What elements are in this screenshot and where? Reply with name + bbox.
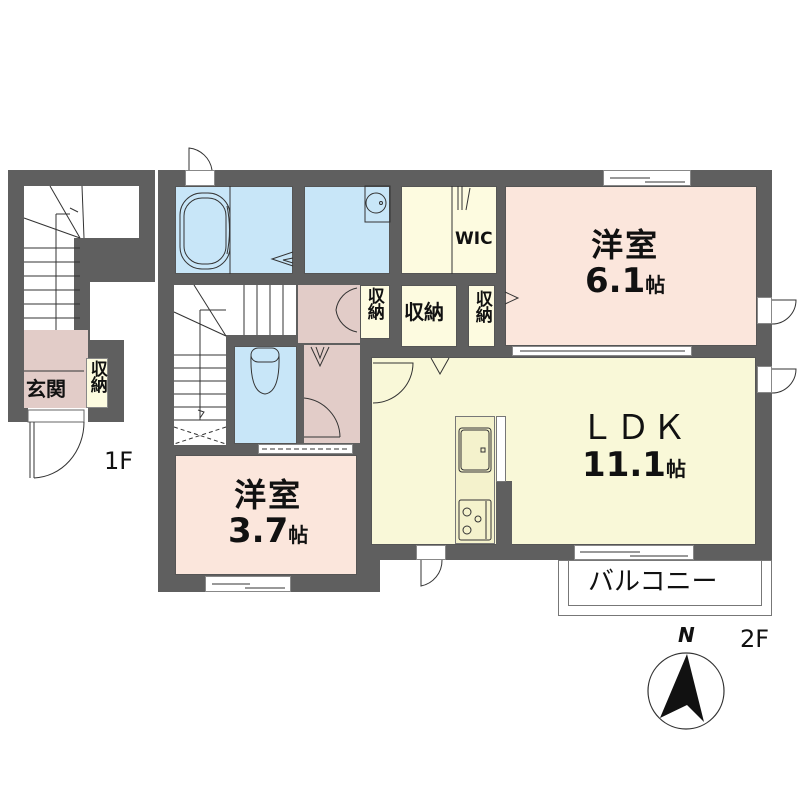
kitchen-wall-stub: [496, 481, 512, 545]
western-room-6-1-label: 洋室 6.1帖: [585, 226, 666, 302]
balcony-label: バルコニー: [588, 567, 718, 597]
ldk-name: ＬＤＫ: [580, 408, 688, 448]
door-opening-ldk-bottom: [416, 545, 446, 560]
floor-1-entrance-area: [24, 330, 88, 408]
compass-north-label: N: [678, 623, 695, 647]
western-room-3-7-label: 洋室 3.7帖: [228, 476, 309, 552]
storage-center: [401, 285, 457, 347]
storage-narrow-right: [468, 285, 495, 347]
door-opening-right-upper: [757, 297, 772, 324]
storage-narrow-left-label: 収納: [363, 287, 384, 319]
ldk-unit: 帖: [665, 457, 686, 482]
window-bath-top: [185, 170, 215, 186]
compass-icon: [647, 652, 725, 730]
western-room-6-1-size: 6.1: [585, 261, 646, 302]
western-room-3-7: [175, 455, 357, 575]
door-opening-right-lower: [757, 366, 772, 393]
western-room-6-1-unit: 帖: [645, 273, 666, 298]
floor-1-stairs: [24, 186, 74, 334]
walk-in-closet: [401, 186, 497, 274]
floor-1-plan: [8, 170, 155, 422]
floor-1-storage-label: 収納: [86, 360, 107, 392]
ldk-size: 11.1: [582, 445, 666, 486]
storage-narrow-left: [360, 285, 390, 339]
storage-center-label: 収納: [404, 300, 444, 324]
western-room-6-1-name: 洋室: [591, 226, 660, 264]
hallway-upper: [298, 285, 360, 343]
floor-1-entrance-door-opening: [28, 408, 88, 422]
western-room-3-7-unit: 帖: [288, 523, 309, 548]
western-room-6-1: [505, 186, 757, 346]
ldk-label: ＬＤＫ 11.1帖: [580, 408, 688, 486]
kitchen-counter: [455, 416, 495, 544]
floor-1-storage: [86, 358, 108, 408]
wic-label: WIC: [455, 229, 493, 249]
ldk-room: [371, 357, 756, 545]
floor-2-label: 2F: [740, 625, 770, 653]
floor-1-label: 1F: [104, 447, 134, 475]
western-room-3-7-size: 3.7: [228, 511, 289, 552]
entrance-label: 玄関: [26, 377, 66, 401]
balcony: [558, 560, 772, 616]
hallway-lower: [304, 345, 360, 443]
western-room-3-7-name: 洋室: [234, 476, 303, 514]
balcony-inner: [568, 560, 762, 606]
kitchen-partition: [496, 416, 506, 482]
washroom: [304, 186, 390, 274]
storage-narrow-right-label: 収納: [471, 290, 492, 322]
